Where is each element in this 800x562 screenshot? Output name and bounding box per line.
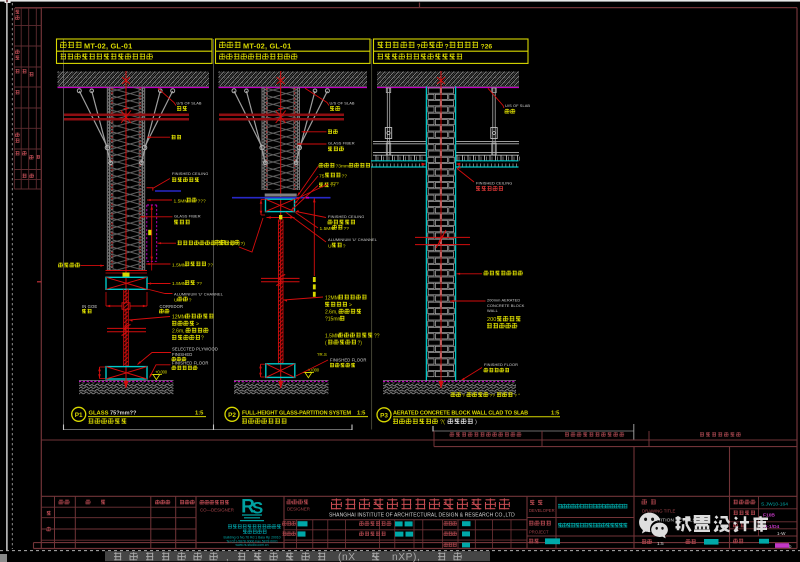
svg-text:???: ??? (198, 199, 206, 205)
svg-text:P3: P3 (380, 413, 388, 420)
svg-text:?: ? (462, 393, 465, 399)
svg-text:DESIGNER: DESIGNER (287, 507, 310, 512)
svg-text:FINISHED: FINISHED (172, 352, 192, 357)
svg-text:P1: P1 (75, 412, 83, 419)
svg-text:Building G No.76 Rd 1 Baia: Building G No.76 Rd 1 Baia Rp 20010 (223, 536, 280, 540)
svg-text:WALL: WALL (487, 308, 499, 313)
svg-text:nXP),: nXP), (392, 552, 420, 562)
svg-text:?): ?) (358, 340, 363, 346)
svg-text:FINISHED CEILING: FINISHED CEILING (476, 180, 512, 185)
svg-text:?: ? (201, 336, 204, 342)
svg-text:DRAWING TITLE: DRAWING TITLE (642, 508, 676, 513)
svg-text:S.JW10-164: S.JW10-164 (761, 501, 788, 507)
svg-text:b: b (789, 544, 792, 549)
svg-text:SHANGHAI INSTITUTE OF ARCHI: SHANGHAI INSTITUTE OF ARCHITECTURAL DESI… (329, 513, 515, 519)
svg-text:FULL-HEIGHT GLASS-PARTITION SY: FULL-HEIGHT GLASS-PARTITION SYSTEM (242, 410, 351, 416)
svg-text:?: ? (445, 44, 449, 51)
svg-text:,: , (226, 552, 229, 562)
svg-text:? °: ? ° (514, 393, 520, 399)
svg-text:1.5MM: 1.5MM (174, 199, 189, 205)
svg-text:IN GOE: IN GOE (82, 304, 97, 309)
svg-text:CORRIDOR: CORRIDOR (160, 304, 184, 309)
svg-text:(nX: (nX (338, 552, 356, 562)
svg-text:2.6m,: 2.6m, (172, 329, 185, 335)
svg-text:ALUMINIUM 'U' CHANNEL: ALUMINIUM 'U' CHANNEL (328, 237, 378, 242)
svg-text:75?mm??: 75?mm?? (110, 410, 137, 416)
svg-text:1:5: 1:5 (551, 411, 560, 417)
svg-text:SELECTED PLYWOOD: SELECTED PLYWOOD (172, 347, 218, 352)
svg-text:U/S OF SLAB: U/S OF SLAB (505, 103, 530, 108)
svg-text:??: ?? (208, 262, 214, 268)
svg-text:1.5MM: 1.5MM (325, 333, 340, 339)
svg-text:>: > (196, 322, 199, 328)
svg-text:??: ?? (197, 281, 203, 287)
svg-text:P2: P2 (228, 412, 236, 419)
svg-text:U: U (328, 243, 332, 249)
svg-text:(: ( (325, 340, 327, 346)
svg-text:R: R (241, 497, 255, 518)
svg-text:1:5: 1:5 (357, 410, 366, 416)
svg-text:GLASS: GLASS (89, 410, 109, 416)
svg-text:): ) (475, 419, 477, 425)
svg-text:+0.000: +0.000 (307, 367, 320, 372)
svg-text:PROJECT: PROJECT (529, 529, 549, 534)
svg-text:??: ?? (490, 393, 496, 399)
svg-text:?: ? (343, 243, 346, 249)
svg-text:ALUMINIUM 'U' CHANNEL: ALUMINIUM 'U' CHANNEL (174, 291, 224, 296)
svg-text:1.5MM: 1.5MM (172, 262, 187, 268)
svg-text:FINISHED FLOOR: FINISHED FLOOR (484, 362, 518, 367)
svg-text:FINISHED FLOOR: FINISHED FLOOR (172, 360, 209, 365)
svg-text:2.6m,: 2.6m, (325, 310, 338, 316)
svg-text:U/S OF SLAB: U/S OF SLAB (177, 101, 202, 106)
svg-text:FINISHED CEILING: FINISHED CEILING (172, 171, 208, 176)
svg-text:JU-1/D4: JU-1/D4 (761, 524, 779, 530)
svg-text:1.5MM: 1.5MM (172, 281, 187, 287)
svg-text:?(: ?( (440, 419, 445, 425)
svg-text:www.rs-studio.com.cn: www.rs-studio.com.cn (236, 543, 269, 547)
svg-text:12MM: 12MM (325, 295, 339, 301)
svg-text:??: ?? (330, 183, 336, 189)
svg-text:1:5: 1:5 (657, 541, 664, 547)
svg-text:MT-02, GL-01: MT-02, GL-01 (84, 42, 132, 51)
svg-text:U/S OF SLAB: U/S OF SLAB (330, 101, 355, 106)
svg-text:FINISHED CEILING: FINISHED CEILING (328, 214, 364, 219)
svg-text:Tel 021-5878 0000 Fax 5878 00: Tel 021-5878 0000 Fax 5878 0001 (226, 539, 278, 543)
svg-text:GLASS FIBER: GLASS FIBER (174, 214, 201, 219)
svg-text:+0.000: +0.000 (155, 369, 168, 374)
svg-text:?26: ?26 (481, 44, 493, 51)
svg-text:1.5MM: 1.5MM (320, 226, 335, 232)
svg-text:FINISHED FLOOR: FINISHED FLOOR (330, 357, 367, 362)
svg-text:12MM: 12MM (172, 314, 186, 320)
svg-text:?R.S: ?R.S (317, 352, 327, 357)
svg-text:1:5: 1:5 (195, 410, 204, 416)
svg-text:>: > (349, 303, 352, 309)
svg-text:U: U (174, 298, 178, 304)
svg-text:?: ? (417, 44, 421, 51)
svg-text:CO—DESIGNER: CO—DESIGNER (200, 508, 234, 513)
svg-text:??(: ??( (226, 241, 233, 247)
svg-text:MT-02, GL-01: MT-02, GL-01 (243, 42, 291, 51)
svg-text:1-W: 1-W (777, 531, 786, 536)
svg-text:200mm AERATED: 200mm AERATED (487, 297, 520, 302)
svg-text:AERATED CONCRETE BLOCK WALL CL: AERATED CONCRETE BLOCK WALL CLAD TO SLAB (393, 411, 528, 417)
svg-text:??: ?? (374, 333, 380, 339)
svg-text:F10B: F10B (763, 512, 775, 518)
svg-text:PARTITION DETAILS: PARTITION DETAILS (648, 517, 696, 523)
svg-text:DEVELOPER: DEVELOPER (529, 508, 555, 513)
svg-text:200: 200 (487, 317, 496, 323)
svg-text:CONCRETE BLOCK: CONCRETE BLOCK (487, 303, 525, 308)
svg-text:GLASS FIBER: GLASS FIBER (328, 141, 355, 146)
svg-text:#??: #?? (331, 181, 339, 187)
svg-text:??: ?? (342, 173, 348, 179)
svg-text:??: ?? (344, 226, 350, 232)
svg-text:?: ? (189, 298, 192, 304)
svg-text:?3mm: ?3mm (336, 164, 350, 170)
svg-text:75: 75 (319, 173, 325, 179)
svg-text:?): ?) (241, 241, 246, 247)
svg-text:S: S (252, 499, 263, 518)
svg-text:?15mm: ?15mm (325, 317, 342, 323)
